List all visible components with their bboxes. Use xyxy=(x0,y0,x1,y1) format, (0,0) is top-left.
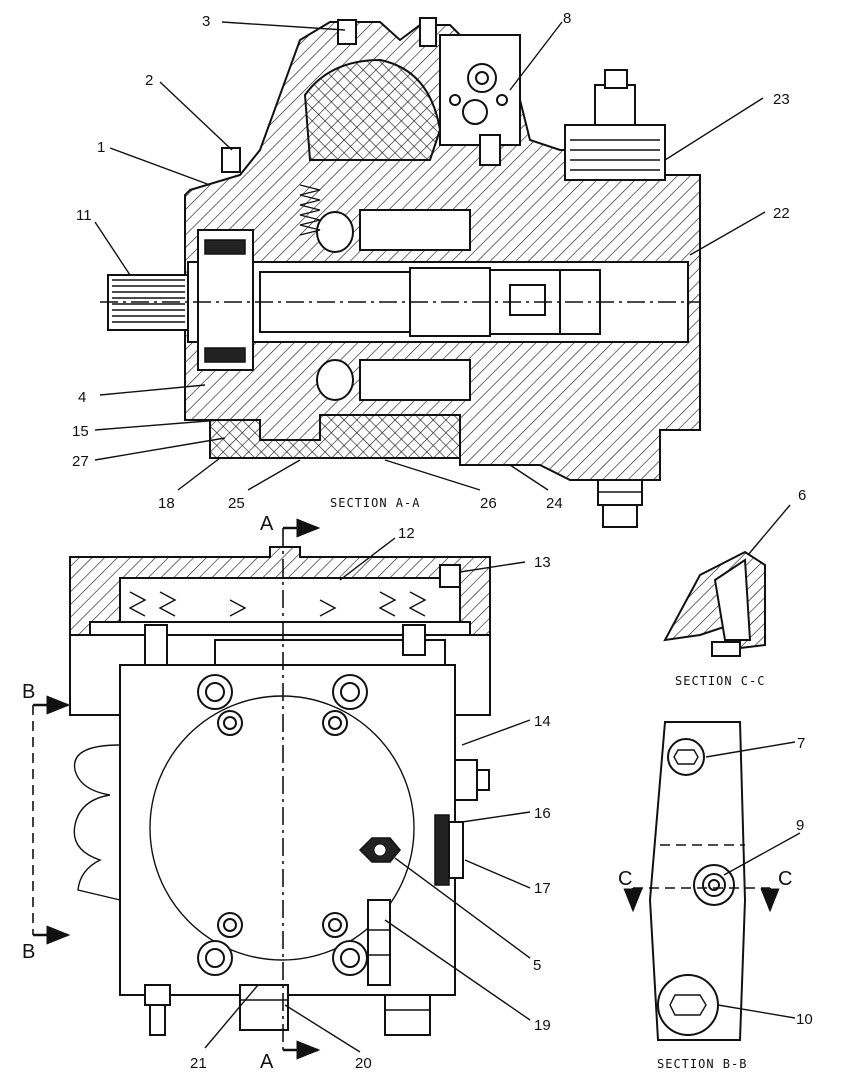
callout-23: 23 xyxy=(773,91,790,108)
callout-6: 6 xyxy=(798,487,806,504)
cut-letter-b-bottom: B xyxy=(22,941,35,963)
callout-10: 10 xyxy=(796,1011,813,1028)
callout-27: 27 xyxy=(72,453,89,470)
cut-letter-b-top: B xyxy=(22,681,35,703)
callout-9: 9 xyxy=(796,817,804,834)
callout-2: 2 xyxy=(145,72,153,89)
callout-24: 24 xyxy=(546,495,563,512)
callout-26: 26 xyxy=(480,495,497,512)
section-c-title: SECTION C-C xyxy=(675,674,765,688)
callout-15: 15 xyxy=(72,423,89,440)
callout-3: 3 xyxy=(202,13,210,30)
callout-20: 20 xyxy=(355,1055,372,1072)
leaders-front-view xyxy=(204,537,531,1053)
front-view xyxy=(32,528,491,1050)
callout-17: 17 xyxy=(534,880,551,897)
callout-19: 19 xyxy=(534,1017,551,1034)
callout-13: 13 xyxy=(534,554,551,571)
callout-14: 14 xyxy=(534,713,551,730)
callout-16: 16 xyxy=(534,805,551,822)
cut-arrows xyxy=(33,518,321,1060)
callout-22: 22 xyxy=(773,205,790,222)
cut-letter-a-top: A xyxy=(260,513,274,535)
section-c-c-view xyxy=(663,504,791,657)
callout-4: 4 xyxy=(78,389,86,406)
callout-12: 12 xyxy=(398,525,415,542)
section-a-a-view xyxy=(100,17,701,528)
section-b-title: SECTION B-B xyxy=(657,1057,747,1071)
callout-11: 11 xyxy=(76,207,92,224)
cut-letter-c-right: C xyxy=(778,868,792,890)
section-b-b-view xyxy=(623,721,801,1041)
spline-teeth xyxy=(112,279,185,323)
cut-letters: A A B B C C xyxy=(22,513,792,1073)
section-a-title: SECTION A-A xyxy=(330,496,420,510)
callout-21: 21 xyxy=(190,1055,207,1072)
cut-letter-a-bottom: A xyxy=(260,1051,274,1073)
leaders-section-a xyxy=(94,21,766,491)
callout-5: 5 xyxy=(533,957,541,974)
callout-25: 25 xyxy=(228,495,245,512)
callout-numbers: 1 2 3 4 5 6 7 8 9 10 11 12 13 14 15 16 1… xyxy=(72,10,813,1072)
callout-8: 8 xyxy=(563,10,571,27)
cut-letter-c-left: C xyxy=(618,868,632,890)
callout-7: 7 xyxy=(797,735,805,752)
callout-18: 18 xyxy=(158,495,175,512)
section-titles: SECTION A-A SECTION C-C SECTION B-B xyxy=(330,496,765,1071)
callout-1: 1 xyxy=(97,139,105,156)
